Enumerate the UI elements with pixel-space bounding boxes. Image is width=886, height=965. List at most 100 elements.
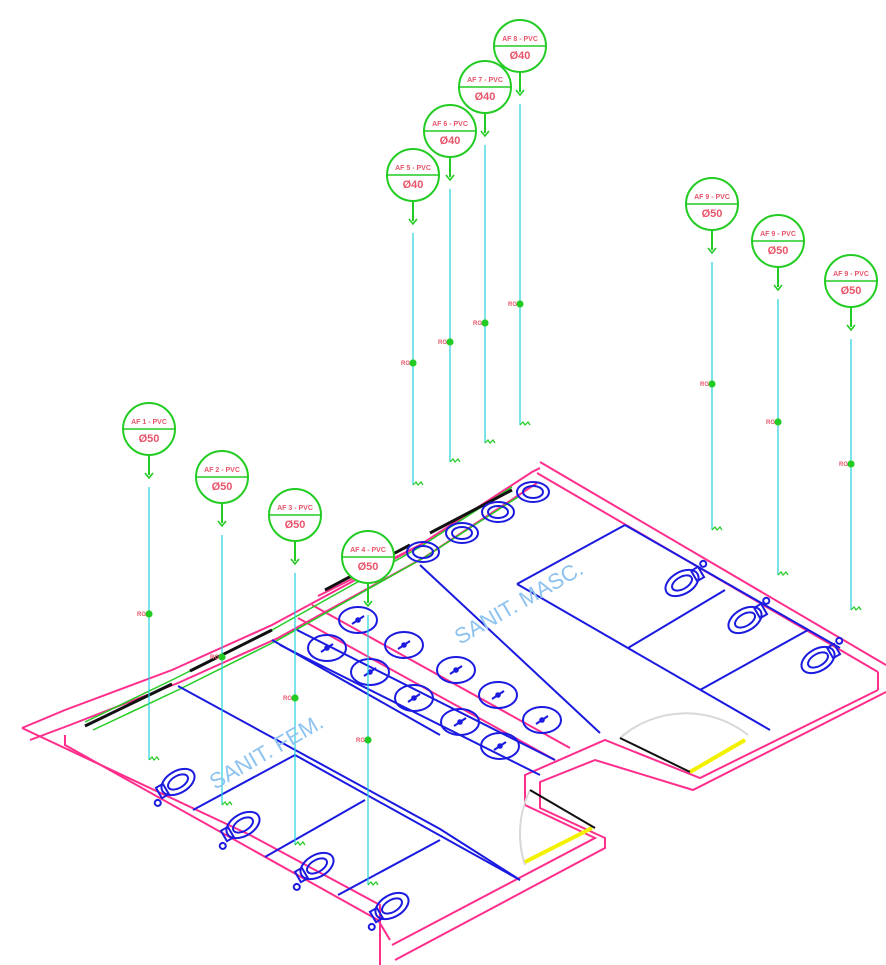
valve-marker [364, 736, 372, 744]
pipe-tag-label: AF 9 - PVC [760, 231, 796, 238]
sink-icon [350, 658, 390, 686]
riser-group: RG AF 4 - PVC Ø50 [341, 530, 395, 886]
down-arrow-icon [846, 324, 856, 332]
riser-group: RG AF 7 - PVC Ø40 [458, 60, 512, 444]
valve-marker [774, 418, 782, 426]
wall-separator-2 [311, 604, 571, 749]
pipe-tag-label: AF 8 - PVC [502, 36, 538, 43]
down-arrow-icon [480, 130, 490, 138]
pipe-connection-icon [367, 881, 379, 886]
doors [518, 712, 749, 866]
wall-bottom [394, 691, 886, 961]
riser-group: RG AF 9 - PVC Ø50 [751, 214, 805, 576]
pipe-tag-diameter: Ø40 [475, 91, 496, 103]
pipe-connection-icon [519, 421, 531, 426]
valve-marker [145, 610, 153, 618]
pipe-tag-diameter: Ø50 [768, 245, 789, 257]
valve-marker [446, 338, 454, 346]
pipe-tag-diameter: Ø40 [510, 50, 531, 62]
valve-marker [481, 319, 489, 327]
pipe-connection-icon [148, 756, 160, 761]
pipe-tag-label: AF 7 - PVC [467, 77, 503, 84]
fixtures [153, 481, 844, 931]
pipe-tag-diameter: Ø50 [212, 481, 233, 493]
riser-group: RG AF 9 - PVC Ø50 [824, 254, 878, 611]
pipe-connection-icon [711, 526, 723, 531]
pipe-tag-diameter: Ø50 [285, 519, 306, 531]
pipe-tag-label: AF 4 - PVC [350, 547, 386, 554]
valve-marker [847, 460, 855, 468]
wall-bottom-inner [391, 689, 879, 946]
pipe-tag-label: AF 9 - PVC [694, 194, 730, 201]
sink-icon [440, 708, 480, 736]
pipe-connection-icon [412, 481, 424, 486]
down-arrow-icon [515, 89, 525, 97]
pipe-tag-diameter: Ø50 [841, 285, 862, 297]
pipe-tag-diameter: Ø40 [403, 179, 424, 191]
room-label-female: SANIT. FEM. [205, 709, 328, 794]
riser-group: RG AF 8 - PVC Ø40 [493, 19, 547, 426]
sink-icon [445, 522, 479, 544]
valve-label: RG [473, 321, 482, 327]
pipe-connection-icon [777, 571, 789, 576]
sink-icon [406, 541, 440, 563]
valve-marker [291, 694, 299, 702]
sink-icon [522, 706, 562, 734]
sink-icon [480, 732, 520, 760]
sink-icon [478, 681, 518, 709]
pipe-tag-diameter: Ø40 [440, 135, 461, 147]
wall-female-front [21, 727, 381, 965]
down-arrow-icon [707, 247, 717, 255]
toilet-icon [153, 767, 196, 807]
down-arrow-icon [408, 218, 418, 226]
valve-label: RG [137, 612, 146, 618]
valve-label: RG [508, 302, 517, 308]
sink-icon [338, 606, 378, 634]
pipe-connection-icon [294, 841, 306, 846]
down-arrow-icon [290, 558, 300, 566]
pipe-connection-icon [850, 606, 862, 611]
toilet-icon [218, 810, 261, 850]
down-arrow-icon [363, 600, 373, 608]
valve-label: RG [210, 655, 219, 661]
valve-marker [708, 380, 716, 388]
valve-label: RG [766, 420, 775, 426]
pipe-tag-label: AF 1 - PVC [131, 419, 167, 426]
riser-group: RG AF 6 - PVC Ø40 [423, 104, 477, 463]
urinal-icon [664, 559, 708, 598]
riser-group: RG AF 1 - PVC Ø50 [122, 402, 176, 761]
pipe-connection-icon [221, 801, 233, 806]
valve-label: RG [438, 340, 447, 346]
down-arrow-icon [773, 284, 783, 292]
wall-left-outer [21, 467, 541, 729]
pipe-tag-label: AF 9 - PVC [833, 271, 869, 278]
pipe-tag-diameter: Ø50 [702, 208, 723, 220]
valve-label: RG [401, 361, 410, 367]
sink-icon [436, 656, 476, 684]
valve-label: RG [356, 738, 365, 744]
pipe-tag-diameter: Ø50 [358, 561, 379, 573]
sink-icon [307, 634, 347, 662]
valve-marker [218, 653, 226, 661]
toilet-icon [367, 891, 410, 931]
pipe-tag-diameter: Ø50 [139, 433, 160, 445]
valve-label: RG [839, 462, 848, 468]
toilet-icon [292, 851, 335, 891]
urinal-icon [727, 596, 771, 635]
door-leaf-female [524, 826, 593, 864]
pipe-connection-icon [449, 458, 461, 463]
partitions [177, 524, 841, 896]
down-arrow-icon [217, 520, 227, 528]
door-swing-male [619, 712, 749, 739]
pipe-tag-label: AF 3 - PVC [277, 505, 313, 512]
sink-icon [516, 481, 550, 503]
sink-icon [394, 684, 434, 712]
pipe-tag-label: AF 2 - PVC [204, 467, 240, 474]
down-arrow-icon [445, 174, 455, 182]
pipe-tag-label: AF 6 - PVC [432, 121, 468, 128]
